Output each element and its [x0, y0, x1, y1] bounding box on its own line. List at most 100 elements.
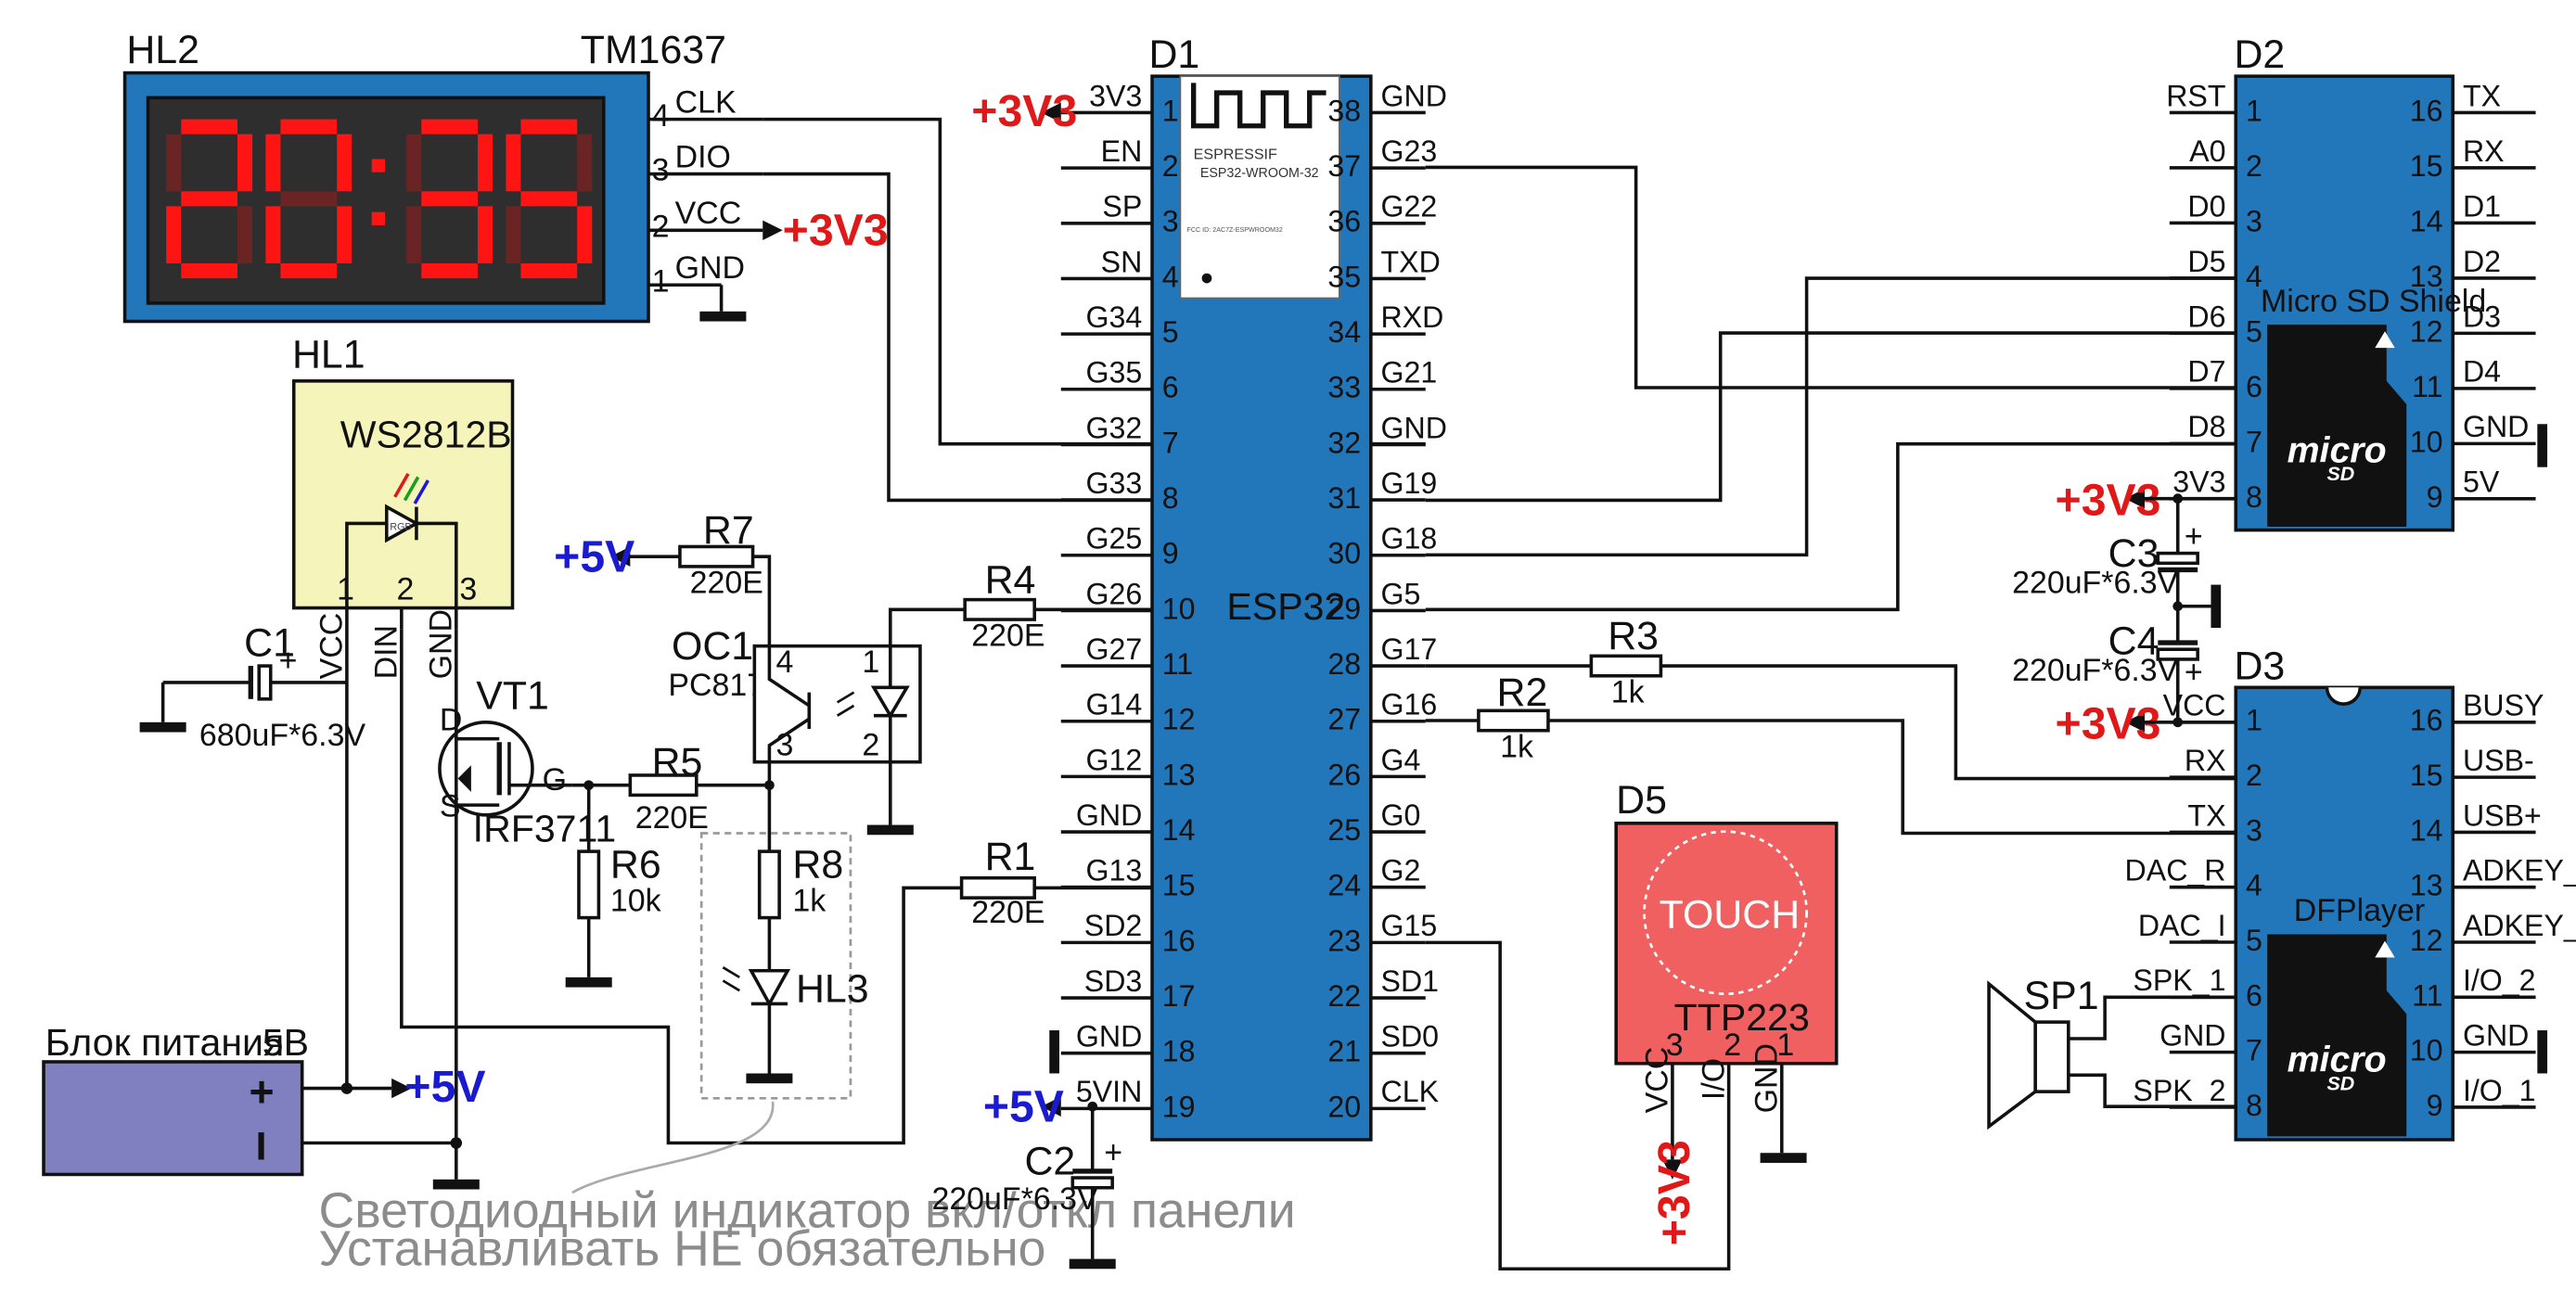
pin-signal: 3V3: [2172, 466, 2225, 499]
pin-number: 15: [2410, 759, 2443, 792]
ground-symbol: [746, 1073, 793, 1084]
r5-value: 220E: [635, 800, 709, 836]
r6-ref: R6: [610, 843, 661, 887]
segment-g: [181, 191, 238, 207]
segment-d: [280, 263, 338, 279]
ground-symbol: [139, 721, 186, 733]
c3-ref: C3: [2108, 531, 2159, 576]
pin-number: 13: [1162, 758, 1196, 791]
pin-signal: D8: [2187, 410, 2225, 443]
vt1-source-label: S: [440, 789, 461, 824]
hl2-chip-label: TM1637: [581, 28, 726, 72]
pin-signal: G22: [1381, 190, 1438, 223]
pin-number: 11: [2412, 370, 2442, 403]
pin-signal: D7: [2187, 355, 2225, 389]
psu-plus: +: [250, 1067, 275, 1116]
pin-number: 30: [1327, 537, 1361, 570]
pin-signal: G4: [1381, 743, 1421, 776]
speaker-icon: [1987, 980, 2037, 1130]
pin-number: 14: [1162, 813, 1196, 847]
pin-signal: CLK: [1381, 1075, 1440, 1108]
pin-number: 2: [1162, 149, 1179, 183]
pin-number: 29: [1327, 592, 1361, 625]
pin-number: 33: [1327, 371, 1361, 404]
pin-signal: ADKEY_2: [2463, 854, 2576, 887]
pin-number: 37: [1327, 149, 1361, 183]
rgb-label: RGB: [390, 522, 411, 533]
pin-signal: EN: [1101, 134, 1143, 168]
pin-number: 19: [1162, 1090, 1196, 1123]
pin-signal: SP: [1102, 190, 1142, 223]
ground-symbol: [432, 1179, 480, 1190]
c3-plus: +: [2185, 518, 2203, 554]
segment-f: [506, 134, 521, 192]
pin-number: 5: [1162, 315, 1179, 349]
pin-number: 4: [2246, 869, 2262, 902]
pin-signal: G23: [1381, 134, 1438, 168]
optional-indicator-block: R8 1k HL3: [699, 785, 869, 1100]
arrow-icon: [2124, 712, 2145, 733]
segment-g: [421, 191, 479, 207]
pin-signal: G27: [1086, 632, 1143, 666]
d1-ref: D1: [1148, 32, 1199, 77]
pin-signal: GND: [2463, 1018, 2529, 1052]
hl1-pin-num: 3: [459, 572, 477, 607]
rail-5v-label: +5V: [404, 1062, 485, 1112]
pin-number: 15: [2410, 149, 2443, 183]
wire-dio: [763, 172, 1153, 503]
pin-signal: D3: [2463, 300, 2501, 333]
oc1-pin: 2: [862, 728, 879, 763]
pin-signal: I/O_2: [2463, 964, 2536, 997]
d5-signal: VCC: [1640, 1047, 1675, 1114]
r4-value: 220E: [971, 619, 1044, 654]
d1-name: ESP32: [1226, 585, 1345, 628]
seven-segment-digits: [166, 119, 593, 279]
hl2-pin-signal: GND: [675, 250, 745, 286]
pin-number: 7: [2246, 425, 2262, 458]
pin-signal: RX: [2185, 744, 2226, 777]
hl2-pin-num: 1: [652, 263, 670, 299]
segment-e: [166, 206, 182, 264]
hl2-pin-signal: VCC: [675, 196, 742, 231]
segment-a: [181, 119, 238, 134]
arrow-icon: [1041, 102, 1061, 123]
wire-g23-d7: [1425, 165, 2236, 389]
rail-5v-label: +5V: [983, 1081, 1064, 1131]
pin-signal: SD1: [1381, 964, 1440, 998]
rail-3v3-label: +3V3: [783, 205, 889, 255]
segment-a: [280, 119, 338, 134]
arrow-icon: [1041, 1096, 1061, 1117]
r7-resistor: R7 +5V 220E: [554, 508, 772, 646]
pin-number: 11: [2412, 978, 2442, 1012]
r8-ref: R8: [792, 843, 843, 887]
pin-number: 1: [2246, 704, 2262, 737]
c1-ref: C1: [244, 620, 295, 665]
c1-plus: +: [279, 643, 298, 678]
hl2-pin-signal: CLK: [675, 84, 737, 120]
pin-number: 38: [1327, 94, 1361, 127]
pin-signal: TX: [2187, 798, 2225, 832]
arrow-icon: [2124, 488, 2145, 509]
oc1-optocoupler: OC1 PC817 4 3 1 2: [668, 624, 922, 836]
hl2-ref: HL2: [126, 28, 199, 72]
pin-number: 3: [1162, 205, 1179, 238]
ground-symbol: [1049, 1030, 1059, 1074]
ground-symbol: [699, 311, 747, 322]
d3-ref: D3: [2234, 644, 2285, 688]
hl3-ref: HL3: [796, 967, 869, 1012]
note-line-1: Светодиодный индикатор вкл/откл панели: [319, 1183, 1296, 1239]
rail-3v3-label: +3V3: [2056, 476, 2161, 526]
segment-d: [520, 263, 578, 279]
led-icon: [384, 504, 420, 543]
pin-number: 12: [1162, 703, 1196, 736]
vt1-gate-label: G: [543, 762, 567, 798]
pin-number: 8: [1162, 481, 1179, 515]
r8-resistor: [757, 849, 781, 920]
rail-5v-label: +5V: [554, 531, 634, 581]
segment-g: [520, 191, 578, 207]
wire-din: [400, 629, 962, 1145]
touch-pad-label[interactable]: TOUCH: [1660, 892, 1801, 937]
pin-number: 3: [2246, 813, 2262, 847]
hl3-led-icon: [748, 968, 791, 1008]
